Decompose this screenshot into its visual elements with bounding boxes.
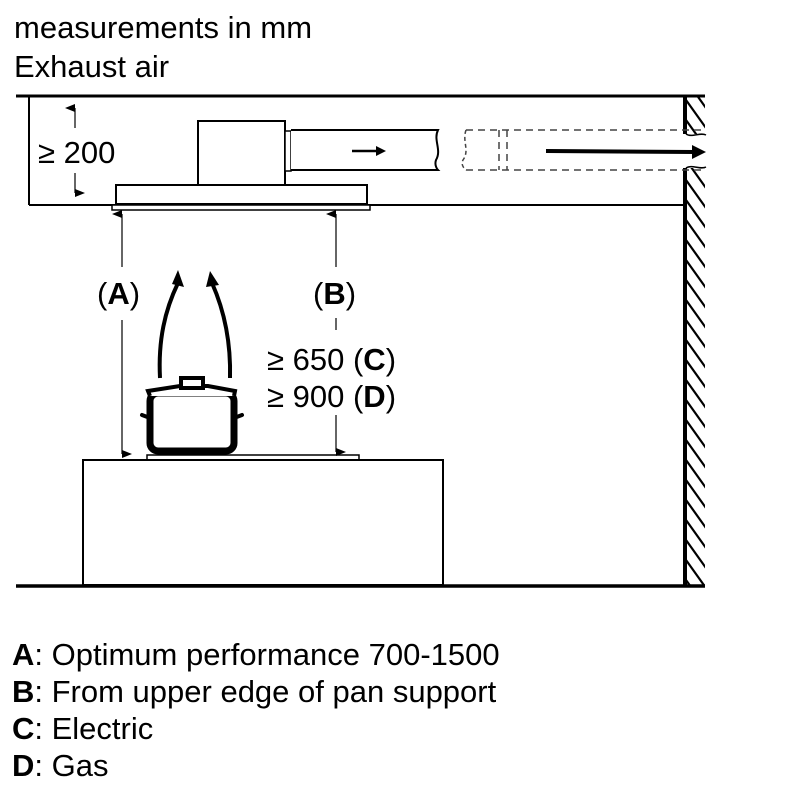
hatch-line — [685, 479, 705, 509]
legend: A: Optimum performance 700-1500 B: From … — [12, 636, 500, 784]
legend-item-c: C: Electric — [12, 710, 500, 747]
wall-break-upper — [685, 133, 707, 137]
base-cabinet — [82, 459, 444, 586]
dim-b-label: (B) — [313, 276, 356, 311]
clearance-value: ≥ 200 — [38, 135, 115, 170]
hatch-line — [685, 279, 705, 309]
hatch-line — [685, 179, 705, 209]
electric-code: C — [363, 342, 385, 377]
legend-item-a: A: Optimum performance 700-1500 — [12, 636, 500, 673]
gas-min-distance: ≥ 900 (D) — [267, 379, 396, 414]
hatch-line — [685, 419, 705, 449]
duct-airflow-arrowhead — [376, 146, 386, 156]
hatch-line — [685, 219, 705, 249]
hatch-line — [685, 439, 705, 469]
duct-connector — [284, 130, 292, 172]
hatch-line — [685, 319, 705, 349]
legend-text: : Electric — [34, 711, 154, 746]
wall-break-lower — [685, 165, 707, 169]
legend-key: A — [12, 637, 35, 672]
gas-min-value: ≥ 900 — [267, 379, 344, 414]
cooking-pot-icon — [140, 376, 244, 455]
dim-a-key: A — [107, 276, 129, 311]
hood-motor-housing — [197, 120, 286, 186]
hatch-line — [685, 359, 705, 389]
legend-text: : From upper edge of pan support — [34, 674, 497, 709]
hatch-line — [685, 559, 705, 585]
gas-code: D — [363, 379, 385, 414]
units-note: measurements in mm — [14, 10, 313, 45]
electric-min-value: ≥ 650 — [267, 342, 344, 377]
steam-arrow-left — [157, 282, 180, 379]
hatch-line — [695, 95, 705, 109]
hatch-line — [685, 399, 705, 429]
legend-key: B — [12, 674, 35, 709]
hood-underside — [111, 204, 371, 211]
steam-arrowhead-right — [206, 271, 219, 287]
hood-body — [115, 184, 368, 205]
hatch-line — [685, 339, 705, 369]
hatch-line — [685, 539, 705, 569]
hatch-line — [685, 99, 705, 129]
hatch-line — [686, 60, 706, 88]
steam-arrowhead-left — [172, 270, 184, 287]
diagram-title: Exhaust air — [14, 49, 170, 84]
electric-min-distance: ≥ 650 (C) — [267, 342, 396, 377]
legend-text: : Gas — [34, 748, 109, 783]
hatch-line — [685, 259, 705, 289]
legend-item-b: B: From upper edge of pan support — [12, 673, 500, 710]
hatch-line — [685, 519, 705, 549]
exhaust-airflow-arrowhead — [692, 145, 706, 159]
legend-item-d: D: Gas — [12, 747, 500, 784]
exhaust-airflow-arrow — [545, 149, 696, 154]
dim-b-key: B — [323, 276, 345, 311]
steam-arrow-right — [210, 282, 233, 379]
hatch-line — [685, 459, 705, 489]
legend-key: C — [12, 711, 35, 746]
legend-key: D — [12, 748, 35, 783]
dim-a-label: (A) — [97, 276, 140, 311]
legend-text: : Optimum performance 700-1500 — [34, 637, 500, 672]
hatch-line — [685, 299, 705, 329]
duct-extension-dashed — [461, 129, 705, 171]
hatch-line — [685, 379, 705, 409]
hatch-line — [685, 199, 705, 229]
hatch-line — [685, 239, 705, 269]
hatch-line — [685, 499, 705, 529]
